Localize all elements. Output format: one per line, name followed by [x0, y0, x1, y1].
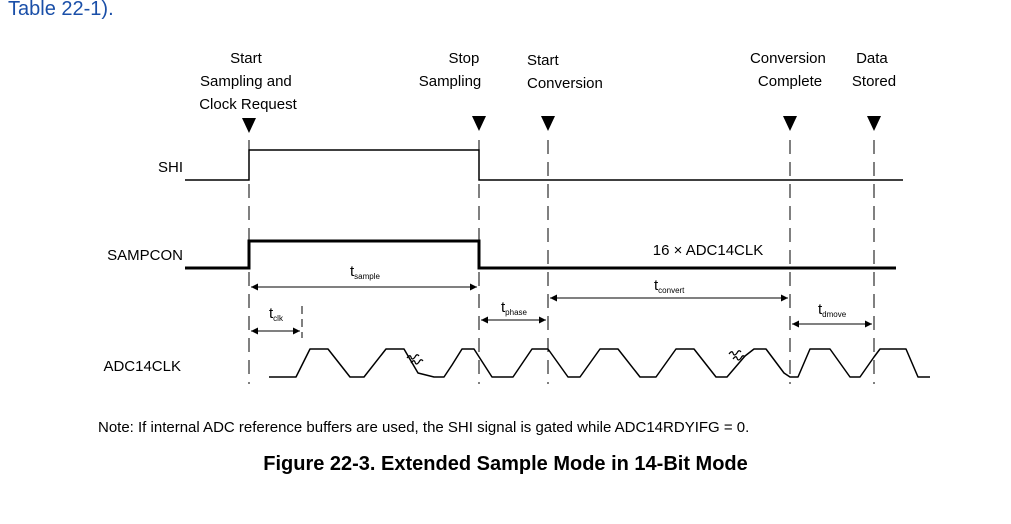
event-label-start-conversion: Start Conversion [527, 52, 603, 92]
table-reference-suffix: ). [101, 0, 114, 20]
signal-label-shi: SHI [158, 159, 183, 176]
event-arrows [242, 116, 881, 133]
timing-arrows [251, 283, 872, 335]
shi-waveform [185, 149, 903, 181]
diagram-note: Note: If internal ADC reference buffers … [98, 419, 750, 436]
event-guide-lines [248, 140, 875, 384]
conversion-cycles-label: 16 × ADC14CLK [653, 242, 764, 259]
table-reference-text[interactable]: Table 22-1 [8, 0, 102, 20]
signal-label-sampcon: SAMPCON [107, 247, 183, 264]
t-phase-label: tphase [501, 299, 528, 317]
arrow-down-icon [242, 118, 256, 133]
event-label-stop-sampling: Stop Sampling [419, 50, 484, 90]
t-sample-label: tsample [350, 263, 381, 281]
arrow-down-icon [867, 116, 881, 131]
t-clk-label: tclk [269, 305, 284, 323]
event-label-conversion-complete: Conversion Complete [750, 50, 830, 90]
arrow-down-icon [472, 116, 486, 131]
event-label-start-sampling: Start Sampling and Clock Request [199, 50, 297, 113]
signal-label-adcclk: ADC14CLK [103, 358, 181, 375]
figure-title: Figure 22-3. Extended Sample Mode in 14-… [263, 453, 748, 475]
sampcon-waveform [185, 239, 896, 270]
t-dmove-label: tdmove [818, 301, 847, 319]
arrow-down-icon [783, 116, 797, 131]
clock-break-icon [406, 354, 424, 365]
t-convert-label: tconvert [654, 277, 685, 295]
adcclk-waveform [269, 348, 930, 378]
arrow-down-icon [541, 116, 555, 131]
clock-break-icon [728, 350, 746, 361]
event-label-data-stored: Data Stored [852, 50, 896, 90]
table-reference-link[interactable]: Table 22-1). [8, 0, 114, 21]
